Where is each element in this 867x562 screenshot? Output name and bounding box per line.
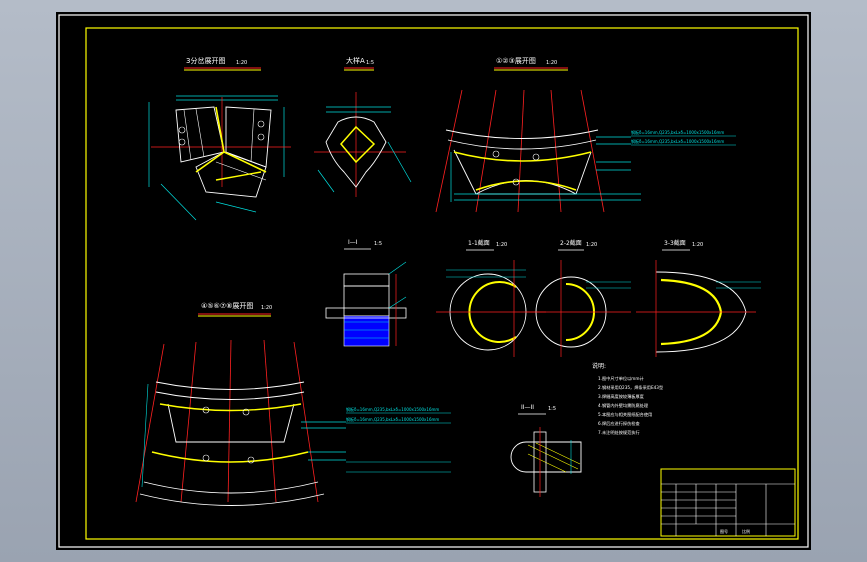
callout-lower-2: 钢板δ=16mm,Q235,bxLxδ=1000x1500x16mm (346, 416, 439, 422)
scale-circle-section-3: 1:20 (692, 242, 703, 248)
notes-block: 说明: 1.图中尺寸单位以mm计 2.钢材采用Q235，焊条采用E43型 3.焊… (592, 362, 663, 436)
view-circle-section-3: 3-3截面 1:20 (636, 239, 761, 357)
view-branch-development: 3分岔展开图 1:20 (148, 56, 291, 221)
scale-detail-a: 1:5 (366, 60, 374, 66)
scale-section-2: 1:5 (548, 406, 556, 412)
note-line-1: 1.图中尺寸单位以mm计 (598, 375, 644, 382)
title-detail-a: 大样A (346, 56, 365, 65)
cad-drawing-canvas: 3分岔展开图 1:20 大样A 1:5 (58, 14, 809, 548)
note-line-6: 6.焊后应进行探伤检查 (598, 420, 640, 427)
callout-lower-1: 钢板δ=16mm,Q235,bxLxδ=1000x1500x16mm (346, 406, 439, 412)
note-line-7: 7.未注明处按规范执行 (598, 429, 640, 436)
scale-circle-section-1: 1:20 (496, 242, 507, 248)
note-line-4: 4.钢管内外壁均需防腐处理 (598, 402, 649, 409)
notes-heading: 说明: (592, 362, 606, 370)
note-line-2: 2.钢材采用Q235，焊条采用E43型 (598, 384, 663, 391)
scale-branch-development: 1:20 (236, 60, 247, 66)
scale-development-123: 1:20 (546, 60, 557, 66)
title-section-1: I—I (348, 239, 358, 246)
title-development-123: ①②③展开图 (496, 57, 536, 65)
callout-upper-1: 钢板δ=16mm,Q235,bxLxδ=1000x1500x16mm (631, 129, 724, 135)
scale-development-45678: 1:20 (261, 305, 272, 311)
view-circle-section-1: 1-1截面 1:20 (436, 239, 546, 357)
scale-circle-section-2: 1:20 (586, 242, 597, 248)
scale-section-1: 1:5 (374, 241, 382, 247)
view-development-45678: ④⑤⑥⑦⑧展开图 1:20 钢板δ=16mm,Q235,bxLxδ=1000x1… (135, 302, 451, 506)
title-block-label-b: 比例 (742, 528, 750, 534)
title-circle-section-3: 3-3截面 (664, 239, 686, 247)
drawing-sheet: 3分岔展开图 1:20 大样A 1:5 (56, 12, 811, 550)
title-branch-development: 3分岔展开图 (186, 56, 225, 65)
view-circle-section-2: 2-2截面 1:20 (526, 239, 631, 357)
title-circle-section-2: 2-2截面 (560, 239, 582, 247)
title-circle-section-1: 1-1截面 (468, 239, 490, 247)
outer-frame (58, 14, 809, 548)
view-section-1: I—I 1:5 (325, 239, 407, 347)
view-detail-a: 大样A 1:5 (314, 56, 412, 197)
title-block: 图号 比例 (660, 468, 796, 537)
title-development-45678: ④⑤⑥⑦⑧展开图 (201, 302, 253, 310)
callout-upper-2: 钢板δ=16mm,Q235,bxLxδ=1000x1500x16mm (631, 138, 724, 144)
view-section-2: II—II 1:5 (510, 404, 582, 497)
title-block-label-a: 图号 (720, 528, 728, 534)
note-line-5: 5.本图应与相关图纸配合使用 (598, 411, 652, 418)
view-development-123: ①②③展开图 1:20 钢板δ=16mm,Q235,bxLxδ=1000x150… (435, 57, 736, 213)
inner-frame (85, 27, 799, 540)
title-section-2: II—II (521, 404, 534, 411)
note-line-3: 3.焊缝高度按较薄板厚度 (598, 393, 645, 400)
